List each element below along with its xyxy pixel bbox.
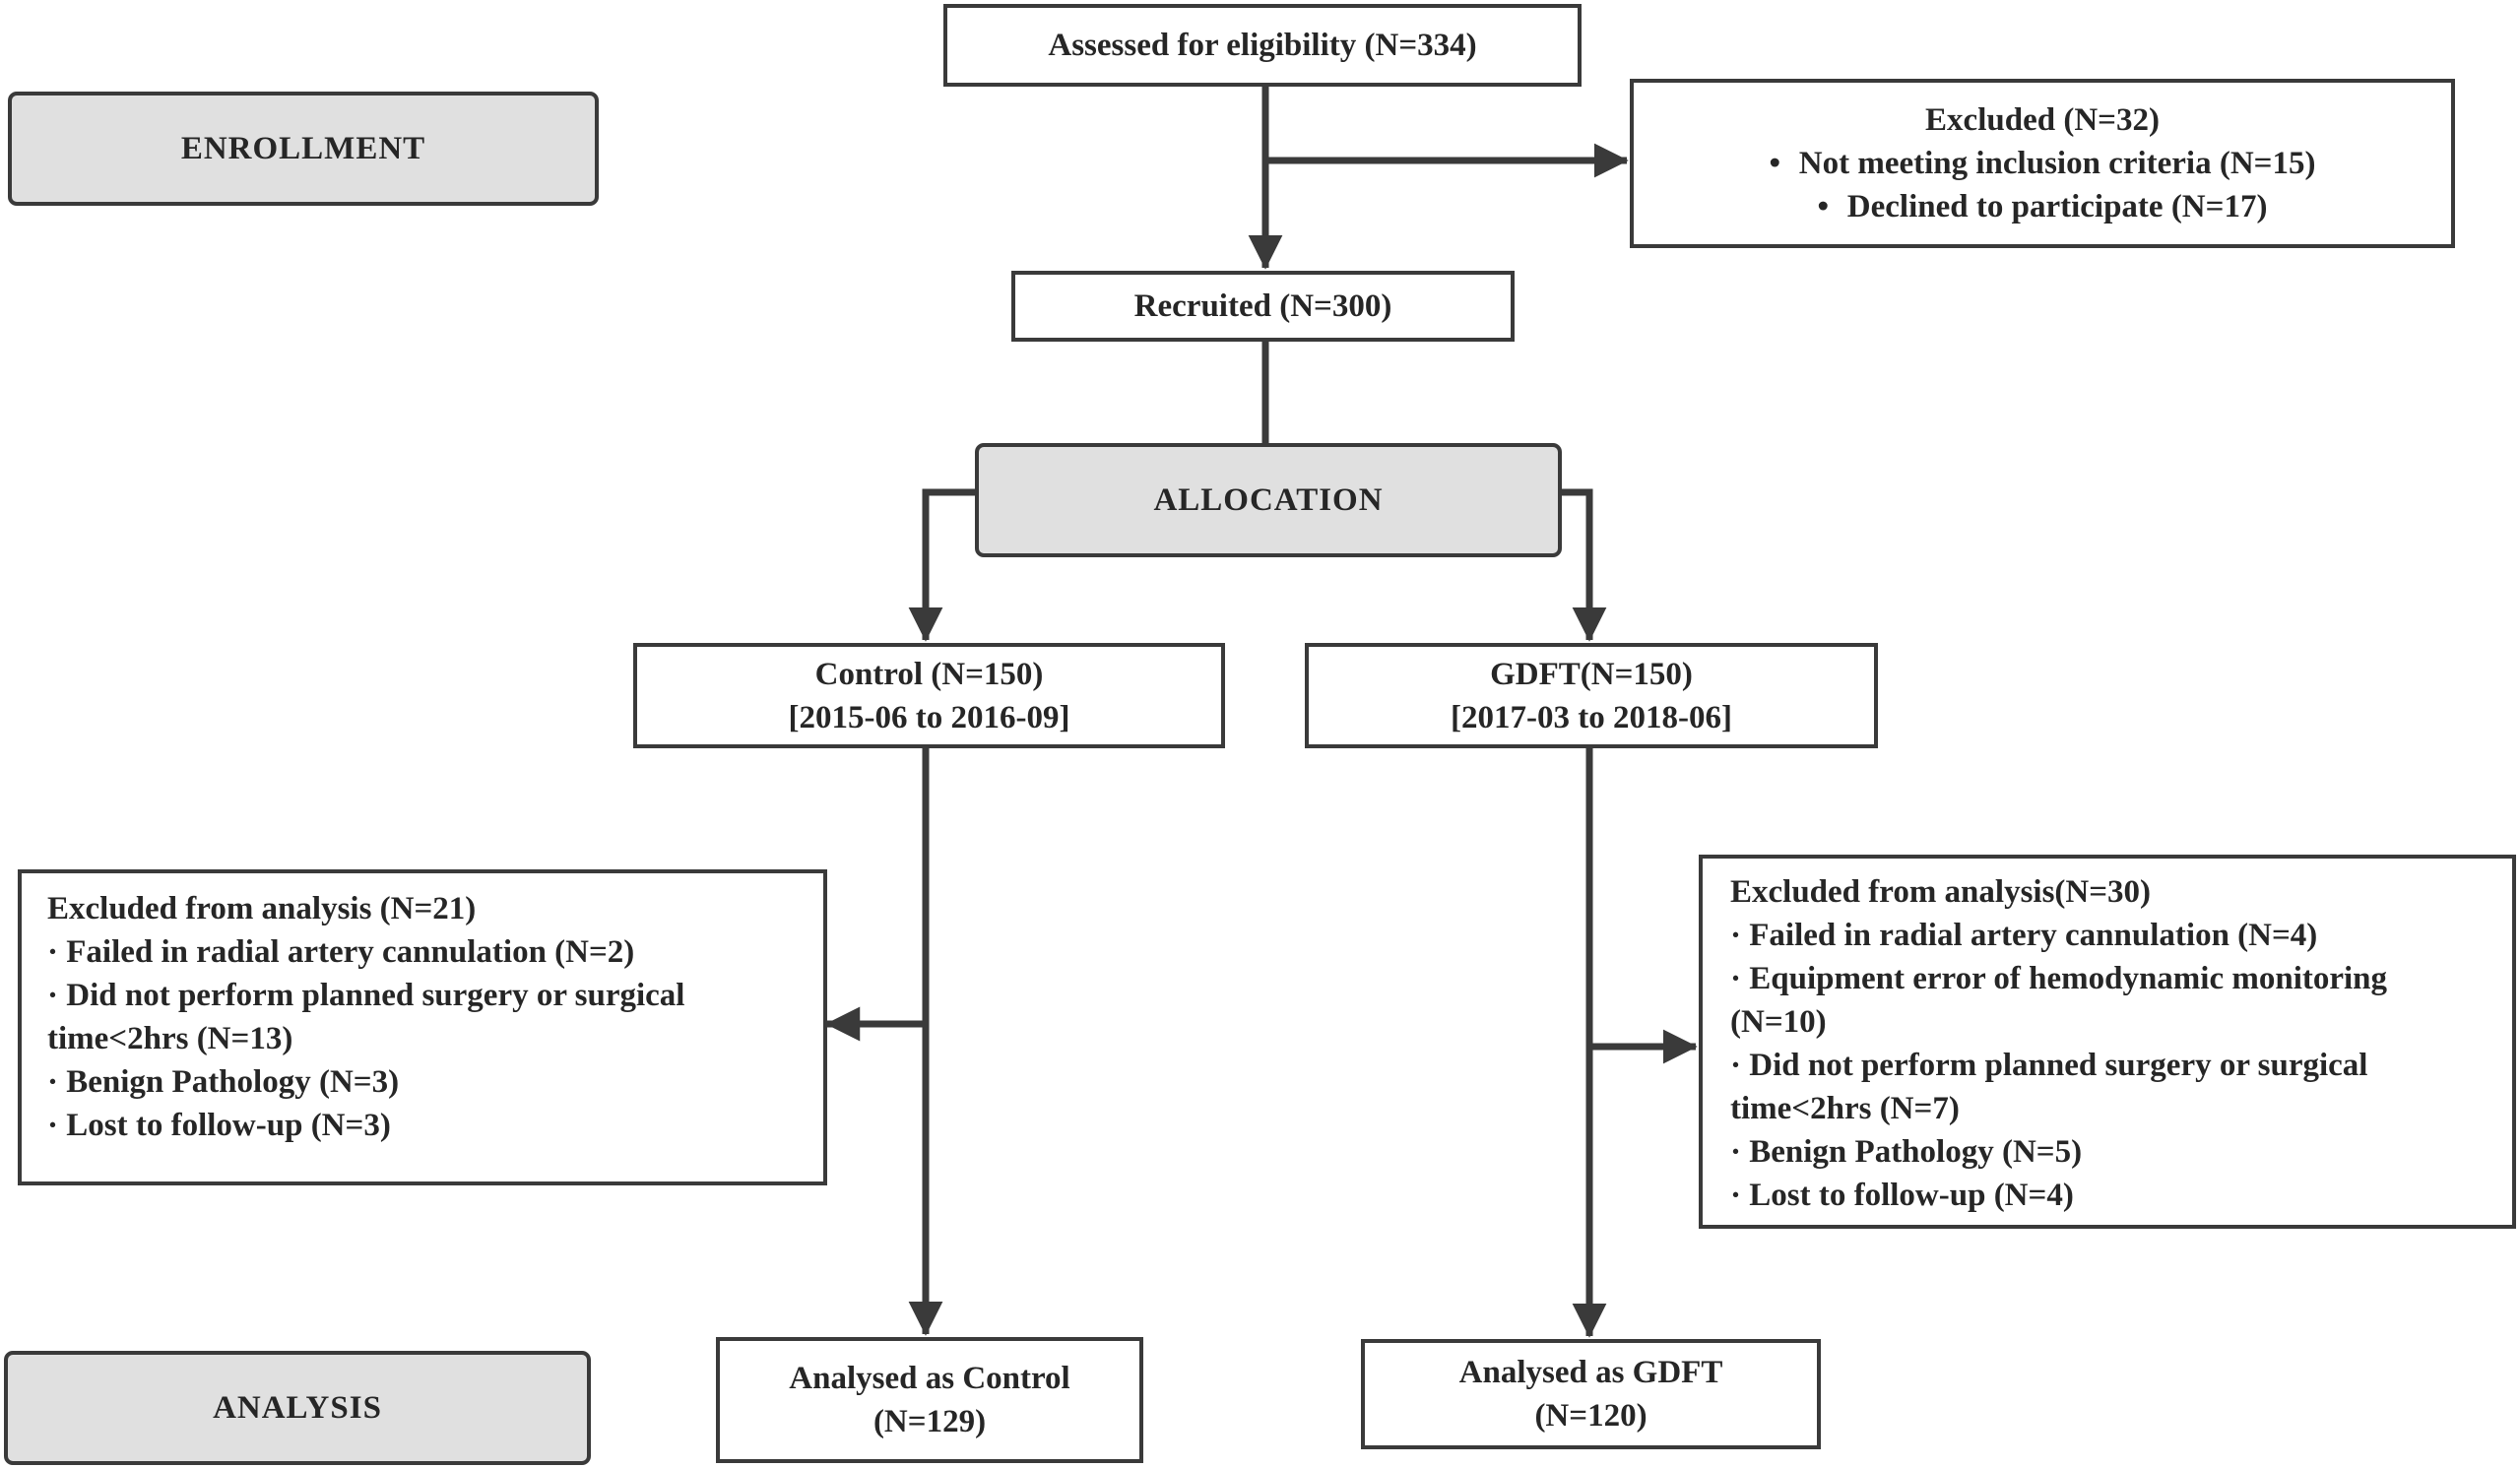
- stage-enrollment: ENROLLMENT: [8, 92, 599, 206]
- stage-analysis: ANALYSIS: [4, 1351, 591, 1465]
- arrow-allocation-to-control: [908, 488, 975, 642]
- gdft-excluded-line: · Did not perform planned surgery or sur…: [1730, 1048, 2368, 1083]
- control-excluded-line: time<2hrs (N=13): [47, 1021, 293, 1056]
- excluded-enrollment-item: • Declined to participate (N=17): [1817, 189, 2268, 224]
- assessed-label: Assessed for eligibility (N=334): [1048, 28, 1477, 63]
- gdft-arm-title: GDFT(N=150): [1490, 656, 1693, 692]
- recruited-box: Recruited (N=300): [1011, 271, 1515, 342]
- excluded-enrollment-title: Excluded (N=32): [1925, 102, 2160, 138]
- gdft-excluded-box: Excluded from analysis(N=30) · Failed in…: [1699, 855, 2516, 1229]
- control-analysed-box: Analysed as Control (N=129): [716, 1337, 1143, 1463]
- gdft-excluded-line: · Lost to follow-up (N=4): [1730, 1178, 2074, 1213]
- stage-analysis-label: ANALYSIS: [213, 1390, 382, 1426]
- gdft-analysed-box: Analysed as GDFT (N=120): [1361, 1339, 1821, 1449]
- excluded-enrollment-item: • Not meeting inclusion criteria (N=15): [1769, 146, 2316, 181]
- control-excluded-box: Excluded from analysis (N=21) · Failed i…: [18, 869, 827, 1185]
- control-excluded-line: · Benign Pathology (N=3): [47, 1064, 400, 1100]
- gdft-analysed-label: Analysed as GDFT: [1458, 1355, 1723, 1390]
- gdft-arm-period: [2017-03 to 2018-06]: [1451, 699, 1732, 735]
- control-excluded-line: · Failed in radial artery cannulation (N…: [47, 934, 635, 970]
- stage-allocation: ALLOCATION: [975, 443, 1562, 557]
- control-arm-period: [2015-06 to 2016-09]: [788, 699, 1070, 735]
- control-excluded-line: Excluded from analysis (N=21): [47, 891, 477, 926]
- gdft-excluded-line: time<2hrs (N=7): [1730, 1091, 1960, 1126]
- control-analysed-label: Analysed as Control: [789, 1361, 1070, 1396]
- gdft-excluded-line: (N=10): [1730, 1004, 1827, 1040]
- control-excluded-line: · Did not perform planned surgery or sur…: [47, 978, 685, 1013]
- gdft-excluded-line: Excluded from analysis(N=30): [1730, 874, 2152, 910]
- gdft-excluded-line: · Benign Pathology (N=5): [1730, 1134, 2083, 1170]
- gdft-excluded-line: · Equipment error of hemodynamic monitor…: [1730, 961, 2388, 996]
- control-analysed-count: (N=129): [872, 1404, 987, 1439]
- gdft-analysed-count: (N=120): [1534, 1398, 1648, 1434]
- excluded-enrollment-box: Excluded (N=32) • Not meeting inclusion …: [1630, 79, 2455, 248]
- recruited-label: Recruited (N=300): [1133, 288, 1392, 324]
- assessed-box: Assessed for eligibility (N=334): [943, 4, 1582, 87]
- stage-allocation-label: ALLOCATION: [1153, 482, 1384, 518]
- control-arm-box: Control (N=150) [2015-06 to 2016-09]: [633, 643, 1225, 748]
- control-arm-title: Control (N=150): [814, 656, 1044, 692]
- gdft-arm-box: GDFT(N=150) [2017-03 to 2018-06]: [1305, 643, 1878, 748]
- gdft-excluded-line: · Failed in radial artery cannulation (N…: [1730, 918, 2318, 953]
- control-excluded-line: · Lost to follow-up (N=3): [47, 1108, 391, 1143]
- stage-enrollment-label: ENROLLMENT: [180, 131, 426, 166]
- arrow-allocation-to-gdft: [1562, 488, 1607, 642]
